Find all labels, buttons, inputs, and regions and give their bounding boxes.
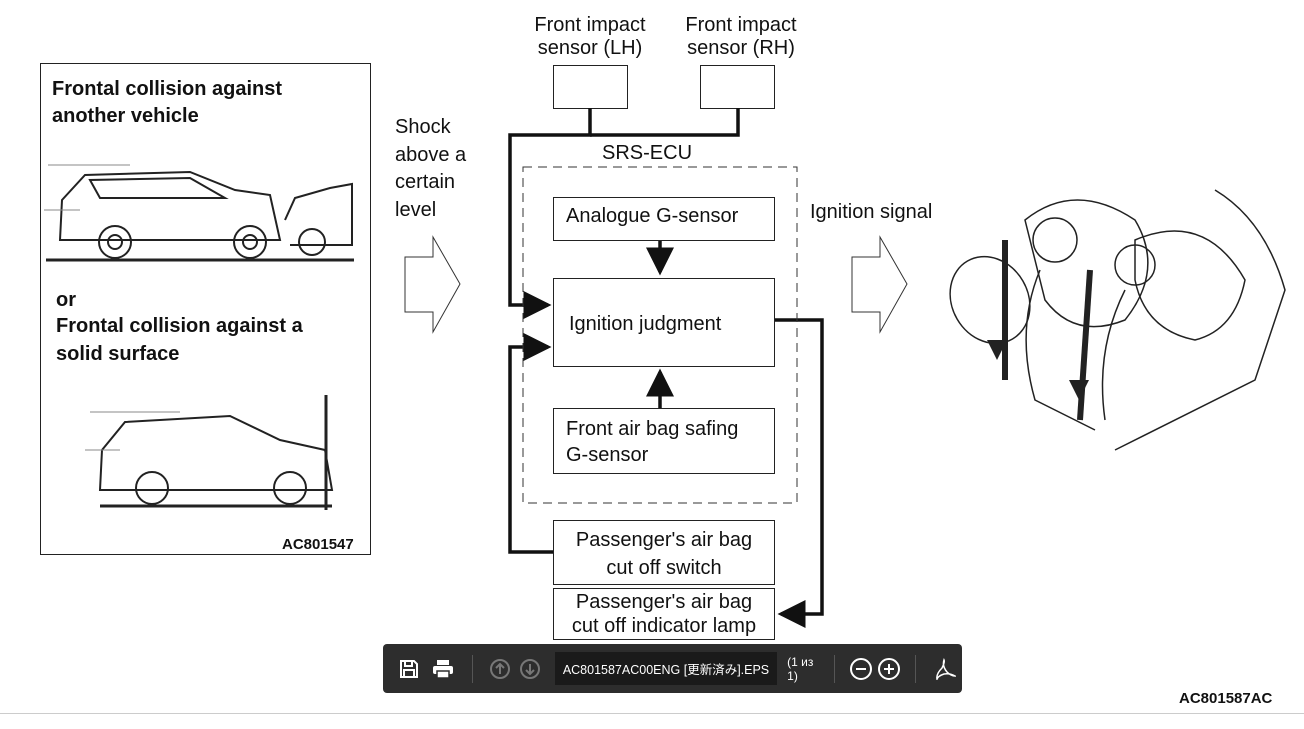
- zoom-in-icon[interactable]: [876, 654, 902, 684]
- print-icon[interactable]: [430, 654, 456, 684]
- airbag-illustration: [949, 189, 1286, 451]
- sensor-rh-box: [700, 65, 775, 109]
- divider: [915, 654, 916, 683]
- text: solid surface: [56, 343, 180, 365]
- arrow-down-icon[interactable]: [517, 654, 543, 684]
- text: sensor (RH): [687, 37, 795, 59]
- left-figure-code: AC801547: [282, 536, 354, 553]
- sensor-lh-box: [553, 65, 628, 109]
- text: Passenger's air bag: [575, 529, 753, 551]
- analogue-g-sensor-box: Analogue G-sensor: [553, 197, 775, 241]
- divider: [834, 654, 835, 683]
- figure-code: AC801587AC: [1179, 690, 1273, 707]
- text: Front air bag safing: [566, 418, 739, 440]
- collision-title-2: Frontal collision against a solid surface: [56, 314, 303, 366]
- arrow-up-icon[interactable]: [487, 654, 513, 684]
- text: Passenger's air bag: [575, 591, 753, 613]
- ignition-arrow: [851, 235, 908, 334]
- text: Shock: [395, 116, 451, 138]
- text: certain: [395, 171, 456, 193]
- ecu-label: SRS-ECU: [602, 142, 693, 164]
- cut-off-switch-box: Passenger's air bag cut off switch: [553, 520, 775, 585]
- filename-label: AC801587AC00ENG [更新済み].EPS: [554, 652, 778, 685]
- or-label: or: [56, 289, 76, 311]
- page-indicator: (1 из 1): [787, 654, 814, 683]
- zoom-out-icon[interactable]: [848, 654, 874, 684]
- text: cut off switch: [606, 557, 722, 579]
- text: G-sensor: [566, 444, 649, 466]
- text: Front impact: [534, 14, 646, 36]
- car-illustrations: [44, 164, 354, 510]
- collision-title-1: Frontal collision against another vehicle: [52, 77, 282, 128]
- divider: [471, 654, 473, 683]
- ignition-signal-label: Ignition signal: [810, 201, 933, 223]
- text: level: [395, 198, 437, 221]
- page-bottom-divider: [0, 713, 1304, 714]
- text: Analogue G-sensor: [566, 205, 739, 227]
- ignition-judgment-box: Ignition judgment: [553, 278, 775, 367]
- text: above a: [395, 143, 467, 166]
- shock-arrow: [404, 235, 461, 334]
- acrobat-icon[interactable]: [932, 654, 958, 684]
- pdf-toolbar: AC801587AC00ENG [更新済み].EPS (1 из 1): [383, 644, 962, 693]
- text: Front impact: [685, 14, 797, 36]
- text: Frontal collision against a: [56, 315, 303, 337]
- text: cut off indicator lamp: [571, 615, 757, 637]
- text: another vehicle: [52, 105, 199, 127]
- text: sensor (LH): [537, 37, 643, 59]
- save-icon[interactable]: [396, 654, 422, 684]
- text: Ignition judgment: [569, 313, 722, 335]
- collision-panel: [40, 63, 371, 555]
- text: Frontal collision against: [52, 78, 283, 100]
- shock-label: Shock above a certain level: [395, 114, 466, 224]
